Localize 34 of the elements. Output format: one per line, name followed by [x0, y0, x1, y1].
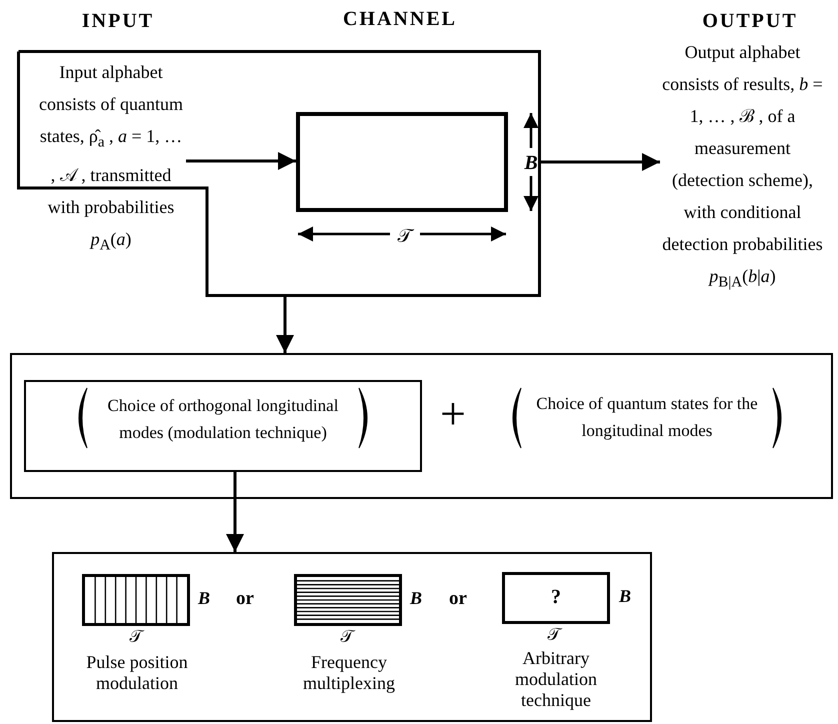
- bandwidth-symbol: B: [523, 151, 539, 176]
- modulation-choice-box: [24, 380, 422, 472]
- modulation-options-panel: [52, 552, 652, 722]
- duration-symbol: 𝒯: [128, 626, 146, 648]
- channel-box: [296, 112, 508, 212]
- arrow: [541, 153, 660, 171]
- choice-text: Choice of quantum states for the longitudinal modes: [535, 393, 759, 442]
- bandwidth-symbol: B: [196, 587, 211, 610]
- output-description: Output alphabet consists of results, b = 1, … , ℬ , of a measurement (detection scheme), with conditional detection probabilities p$_{B|A}$(b|a): [661, 41, 824, 293]
- duration-symbol: 𝒯: [396, 225, 416, 249]
- column-heading: CHANNEL: [342, 7, 458, 32]
- duration-symbol: 𝒯: [546, 624, 564, 646]
- frequency-multiplex-box: [294, 574, 402, 626]
- bandwidth-symbol: B: [408, 587, 423, 610]
- input-description: Input alphabet consists of quantum states, ρ̂$_{a}$ , a = 1, … , 𝒜 , transmitted with probabilities p$_{A}$(a): [38, 61, 184, 256]
- arrow: [186, 152, 296, 170]
- mode-choice-panel: [10, 353, 833, 499]
- arrow: [226, 472, 244, 552]
- pulse-position-box: [82, 574, 190, 626]
- bandwidth-symbol: B: [618, 585, 632, 608]
- column-heading: OUTPUT: [701, 9, 799, 34]
- choice-text: Choice of orthogonal longitudinal modes (modulation technique): [106, 395, 340, 444]
- column-heading: INPUT: [80, 9, 156, 34]
- technique-caption: Frequency multiplexing: [302, 652, 396, 694]
- technique-caption: Arbitrary modulation technique: [514, 648, 598, 711]
- arrow: [276, 297, 294, 353]
- conjunction-word: or: [235, 587, 255, 611]
- question-mark: ?: [550, 585, 562, 609]
- technique-caption: Pulse position modulation: [85, 652, 189, 694]
- channel-frame: [17, 50, 541, 297]
- arbitrary-modulation-box: [502, 572, 610, 624]
- duration-symbol: 𝒯: [340, 626, 356, 648]
- conjunction-word: or: [448, 587, 468, 611]
- plus-sign: +: [439, 388, 467, 440]
